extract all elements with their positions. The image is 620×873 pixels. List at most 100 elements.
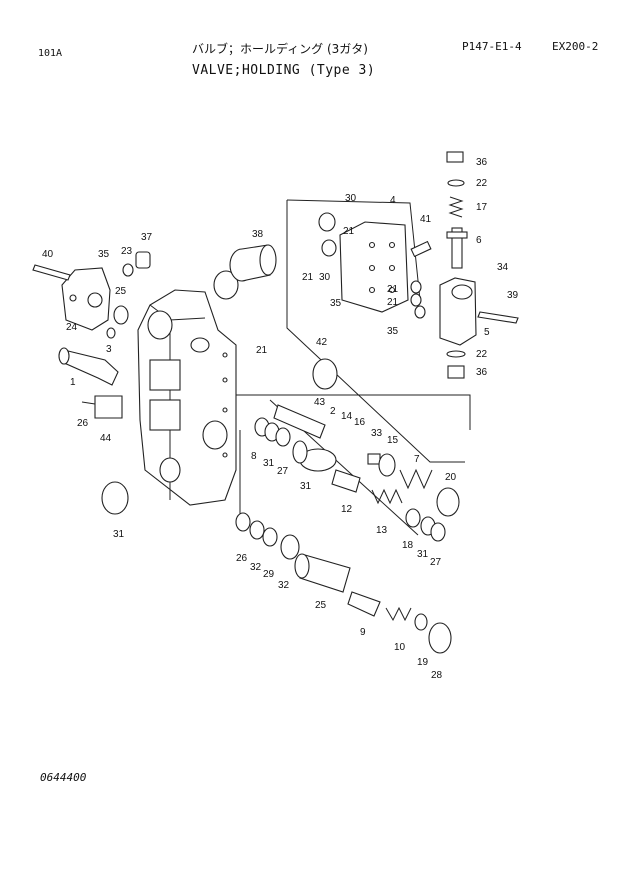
callout-7: 7 [414,454,420,465]
callout-30: 30 [345,193,357,204]
bolt-40 [32,264,71,281]
callout-22: 22 [476,178,488,189]
cap-8 [436,487,460,517]
callout-12: 12 [341,504,353,515]
oring-22-top [447,179,465,187]
callout-27: 27 [277,466,289,477]
callout-18: 18 [402,540,414,551]
valve-body [137,289,237,506]
callout-41: 41 [420,214,432,225]
callout-42: 42 [316,337,328,348]
callout-25: 25 [315,600,327,611]
oring-23 [122,263,134,277]
spool-12 [292,440,337,472]
callout-44: 44 [100,433,112,444]
callout-28: 28 [431,670,443,681]
callout-8: 8 [251,451,257,462]
callout-38: 38 [252,229,264,240]
piston-15 [367,453,381,465]
block-3 [61,267,111,331]
callout-23: 23 [121,246,133,257]
callout-39: 39 [507,290,519,301]
oring-25-top [213,270,239,300]
callout-27: 27 [430,557,442,568]
frame-line [230,394,471,430]
title-japanese: バルブ；ホールディング (3ガタ) [192,42,368,56]
callout-21: 21 [387,297,399,308]
callout-10: 10 [394,642,406,653]
oring-26-bottom [101,481,129,515]
ring-set-middle [254,417,446,542]
callout-32: 32 [250,562,262,573]
cover-4 [339,221,409,313]
stem-6 [446,227,468,269]
bolt-39 [477,311,519,324]
callout-35: 35 [98,249,110,260]
callout-1: 1 [70,377,76,388]
spool-9 [294,553,351,593]
spring-20 [399,468,433,490]
callout-21: 21 [302,272,314,283]
callout-32: 32 [278,580,290,591]
oring-21-left [106,327,116,339]
orings-21-cover [410,280,426,319]
sleeve-38 [229,244,277,282]
callout-9: 9 [360,627,366,638]
oring-24 [113,305,129,325]
callout-35: 35 [387,326,399,337]
callout-6: 6 [476,235,482,246]
callout-21: 21 [256,345,268,356]
callout-24: 24 [66,322,78,333]
page-ref-code: 101A [38,48,63,59]
callout-15: 15 [387,435,399,446]
callout-21: 21 [387,284,399,295]
plate-43 [81,395,123,419]
oring-30-a [318,212,336,232]
callout-33: 33 [371,428,383,439]
callout-31: 31 [417,549,429,560]
callout-31: 31 [300,481,312,492]
bolt-41 [410,240,432,258]
callout-3: 3 [106,344,112,355]
callout-30: 30 [319,272,331,283]
callout-14: 14 [341,411,353,422]
plug-37 [135,251,151,269]
oring-22-bottom [446,350,466,358]
callout-16: 16 [354,417,366,428]
model-number: EX200-2 [552,40,599,53]
callout-43: 43 [314,397,326,408]
spring-19 [385,606,412,622]
callout-36: 36 [476,157,488,168]
callout-31: 31 [263,458,275,469]
title-english: VALVE;HOLDING (Type 3) [192,63,376,78]
spring-18 [371,488,403,505]
oring-26-top [312,358,338,390]
sleeve-7 [378,453,396,477]
callout-19: 19 [417,657,429,668]
callout-17: 17 [476,202,488,213]
callout-26: 26 [77,418,89,429]
callout-35: 35 [330,298,342,309]
cap-11 [428,622,452,654]
callout-26: 26 [236,553,248,564]
ring-set-bottom [235,512,428,631]
callout-34: 34 [497,262,509,273]
callout-36: 36 [476,367,488,378]
callout-25: 25 [115,286,127,297]
callout-40: 40 [42,249,54,260]
callout-2: 2 [330,406,336,417]
plug-36-top [446,151,464,163]
callout-29: 29 [263,569,275,580]
callout-22: 22 [476,349,488,360]
callout-31: 31 [113,529,125,540]
frame-line [286,199,421,301]
spring-17 [448,196,464,218]
spool-10 [347,591,381,617]
housing-5 [439,277,477,346]
callout-37: 37 [141,232,153,243]
spool-42 [58,347,119,386]
page-number: P147-E1-4 [462,40,522,53]
spool-13 [331,469,361,493]
footer-code: 0644400 [40,771,87,784]
